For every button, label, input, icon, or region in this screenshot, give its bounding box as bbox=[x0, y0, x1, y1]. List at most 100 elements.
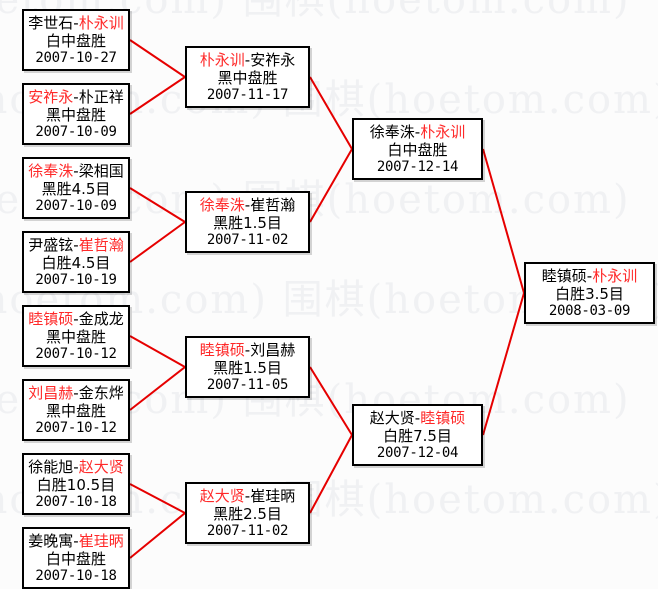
match-result: 白胜7.5目 bbox=[383, 426, 452, 445]
player-separator: - bbox=[73, 87, 79, 106]
player-two: 朴永训 bbox=[420, 122, 466, 141]
player-separator: - bbox=[244, 50, 251, 69]
player-one: 朴永训 bbox=[199, 50, 245, 69]
player-two: 崔哲瀚 bbox=[78, 235, 124, 254]
match-date: 2007-11-02 bbox=[206, 522, 289, 539]
match-players: 徐奉洙-梁相国 bbox=[28, 162, 123, 180]
player-separator: - bbox=[244, 195, 251, 214]
player-one: 尹盛铉 bbox=[28, 235, 74, 254]
player-two: 金东烨 bbox=[78, 383, 124, 402]
match-date: 2007-10-12 bbox=[35, 345, 117, 362]
match-players: 李世石-朴永训 bbox=[28, 14, 123, 32]
match-date: 2007-10-19 bbox=[35, 271, 117, 288]
player-two: 朴正祥 bbox=[78, 87, 124, 106]
player-two: 崔珪昞 bbox=[78, 531, 124, 550]
player-two: 朴永训 bbox=[78, 13, 124, 32]
match-date: 2007-11-02 bbox=[206, 231, 289, 248]
match-players: 徐能旭-赵大贤 bbox=[28, 458, 123, 476]
connector-r2m1-r2m2-to-r3m1 bbox=[309, 76, 354, 223]
player-one: 赵大贤 bbox=[199, 486, 245, 505]
match-date: 2007-12-04 bbox=[376, 444, 459, 461]
player-separator: - bbox=[73, 457, 79, 476]
player-one: 刘昌赫 bbox=[28, 383, 74, 402]
player-one: 姜晚寓 bbox=[28, 531, 74, 550]
player-two: 崔珪昞 bbox=[250, 486, 296, 505]
player-one: 徐奉洙 bbox=[199, 195, 245, 214]
match-result: 白中盘胜 bbox=[387, 140, 448, 159]
match-result: 黑中盘胜 bbox=[45, 105, 106, 124]
player-one: 李世石 bbox=[28, 13, 74, 32]
player-one: 睦镇硕 bbox=[541, 266, 587, 285]
match-players: 徐奉洙-朴永训 bbox=[370, 123, 465, 141]
match-players: 赵大贤-崔珪昞 bbox=[200, 487, 295, 505]
player-two: 梁相国 bbox=[78, 161, 124, 180]
player-separator: - bbox=[244, 486, 251, 505]
match-result: 黑胜2.5目 bbox=[213, 504, 282, 523]
player-two: 安祚永 bbox=[250, 50, 296, 69]
match-result: 黑中盘胜 bbox=[45, 401, 106, 420]
player-separator: - bbox=[414, 408, 421, 427]
match-date: 2007-10-09 bbox=[35, 123, 117, 140]
player-two: 金成龙 bbox=[78, 309, 124, 328]
player-one: 赵大贤 bbox=[369, 408, 415, 427]
player-one: 安祚永 bbox=[28, 87, 74, 106]
player-separator: - bbox=[73, 383, 79, 402]
match-result: 白中盘胜 bbox=[45, 549, 106, 568]
player-two: 崔哲瀚 bbox=[250, 195, 296, 214]
player-two: 赵大贤 bbox=[78, 457, 124, 476]
connector-r1m1-r1m2-to-r2m1 bbox=[129, 39, 187, 115]
match-players: 姜晚寓-崔珪昞 bbox=[28, 532, 123, 550]
match-players: 徐奉洙-崔哲瀚 bbox=[200, 196, 295, 214]
player-one: 睦镇硕 bbox=[28, 309, 74, 328]
player-one: 徐奉洙 bbox=[28, 161, 74, 180]
match-result: 黑胜1.5目 bbox=[213, 358, 282, 377]
match-result: 黑中盘胜 bbox=[217, 68, 278, 87]
match-date: 2007-10-12 bbox=[35, 419, 117, 436]
match-result: 白中盘胜 bbox=[45, 31, 106, 50]
connector-r3m1-r3m2-to-final bbox=[482, 148, 526, 436]
player-separator: - bbox=[414, 122, 421, 141]
match-players: 睦镇硕-刘昌赫 bbox=[200, 341, 295, 359]
player-separator: - bbox=[73, 161, 79, 180]
match-players: 朴永训-安祚永 bbox=[200, 51, 295, 69]
match-date: 2007-12-14 bbox=[376, 158, 459, 175]
match-result: 黑胜4.5目 bbox=[41, 179, 111, 198]
player-two: 刘昌赫 bbox=[250, 340, 296, 359]
match-result: 黑中盘胜 bbox=[45, 327, 106, 346]
player-one: 睦镇硕 bbox=[199, 340, 245, 359]
player-separator: - bbox=[244, 340, 251, 359]
match-players: 尹盛铉-崔哲瀚 bbox=[28, 236, 123, 254]
match-date: 2007-10-09 bbox=[35, 197, 117, 214]
connector-r1m3-r1m4-to-r2m2 bbox=[129, 187, 187, 263]
player-separator: - bbox=[73, 235, 79, 254]
player-separator: - bbox=[586, 266, 593, 285]
connector-r1m7-r1m8-to-r2m4 bbox=[129, 483, 187, 559]
match-date: 2007-11-17 bbox=[206, 86, 289, 103]
player-two: 朴永训 bbox=[592, 266, 638, 285]
match-players: 赵大贤-睦镇硕 bbox=[370, 409, 465, 427]
match-result: 黑胜1.5目 bbox=[213, 213, 282, 232]
connector-r1m5-r1m6-to-r2m3 bbox=[129, 335, 187, 411]
player-separator: - bbox=[73, 309, 79, 328]
match-date: 2007-10-27 bbox=[35, 49, 117, 66]
match-result: 白胜10.5目 bbox=[36, 475, 116, 494]
match-date: 2007-10-18 bbox=[35, 567, 117, 584]
match-players: 安祚永-朴正祥 bbox=[28, 88, 123, 106]
player-two: 睦镇硕 bbox=[420, 408, 466, 427]
